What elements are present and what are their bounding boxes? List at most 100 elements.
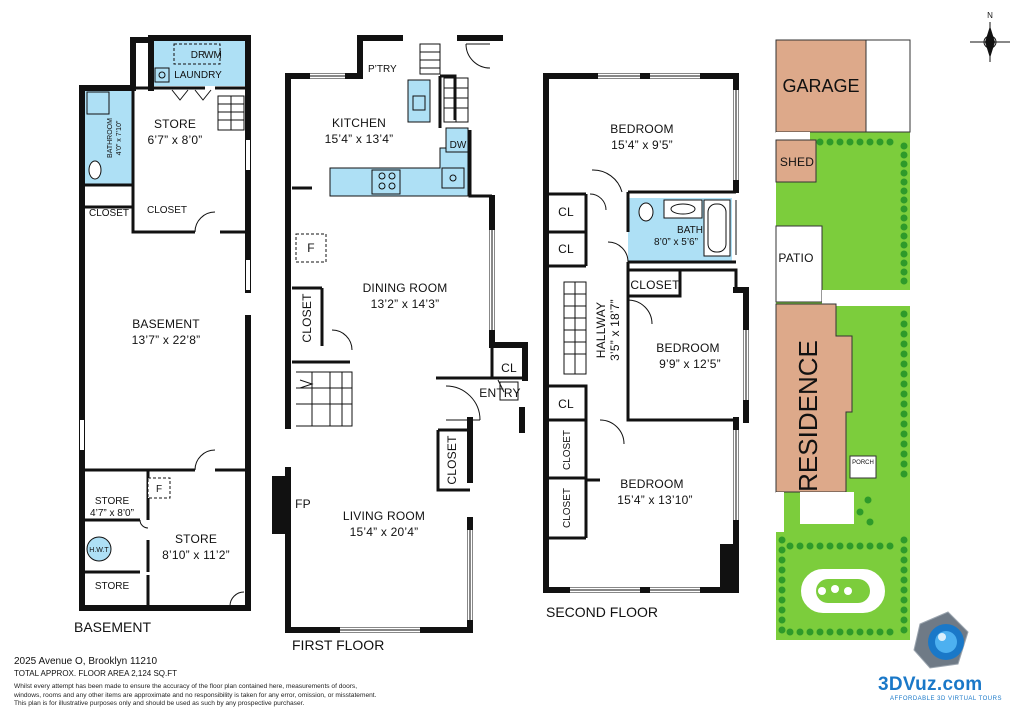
tree-icon [900,606,908,614]
entry-label: ENTRY [479,386,520,400]
bedroom1-label: BEDROOM [610,122,673,136]
tree-icon [900,330,908,338]
tree-icon [900,196,908,204]
tree-icon [900,223,908,231]
tree-icon [786,542,794,550]
tree-icon [826,628,834,636]
total-area: TOTAL APPROX. FLOOR AREA 2,124 SQ.FT [14,669,178,678]
basement-closet-1: CLOSET [89,208,129,219]
site-plan: GARAGE SHED PATIO RESIDENCE PORCH [775,39,911,640]
tree-icon [836,542,844,550]
store4-label: STORE [95,581,130,592]
tree-icon [806,628,814,636]
tree-icon [866,138,874,146]
disclaimer-line-3: This plan is for illustrative purposes o… [14,700,305,708]
tree-icon [900,250,908,258]
store1-label: STORE [154,117,196,131]
tree-icon [900,241,908,249]
bedroom2-label: BEDROOM [656,341,719,355]
tree-icon [846,542,854,550]
basement-room-dim: 13’7” x 22’8” [132,333,201,347]
tree-icon [900,430,908,438]
tree-icon [900,370,908,378]
tree-icon [900,536,908,544]
living-room-label: LIVING ROOM [343,509,425,523]
tree-icon [778,616,786,624]
wm-label: WM [204,50,222,61]
tree-icon [846,628,854,636]
tree-icon [778,606,786,614]
bath-dim: 8’0” x 5’6” [654,237,698,248]
tree-icon [846,138,854,146]
tree-icon [900,160,908,168]
tree-icon [900,169,908,177]
tree-icon [778,556,786,564]
north-label: N [987,11,993,20]
tree-icon [900,616,908,624]
tree-icon [900,420,908,428]
second-floor-title: SECOND FLOOR [546,604,658,620]
residence-label: RESIDENCE [793,340,823,492]
tree-icon [900,259,908,267]
tree-icon [900,151,908,159]
tree-icon [856,628,864,636]
first-floor-plan: P’TRY KITCHEN 15’4” x 13’4” DW F DINING … [272,35,528,653]
second-floor-closet-2: CLOSET [562,430,573,470]
tree-icon [806,542,814,550]
tree-icon [778,576,786,584]
dr-label: DR [191,50,205,61]
tree-icon [900,556,908,564]
tree-icon [900,232,908,240]
disclaimer-line-2: windows, rooms and any other items are a… [14,691,377,699]
bedroom3-label: BEDROOM [620,477,683,491]
second-floor-cl-3: CL [558,397,574,411]
tree-icon [886,542,894,550]
tree-icon [856,542,864,550]
property-address: 2025 Avenue O, Brooklyn 11210 [14,656,158,667]
tree-icon [900,187,908,195]
tree-icon [900,546,908,554]
tree-icon [796,542,804,550]
tree-icon [900,410,908,418]
tree-icon [900,142,908,150]
dining-room-dim: 13’2” x 14’3” [371,297,440,311]
tree-icon [796,628,804,636]
laundry-label: LAUNDRY [174,70,222,81]
kitchen-dim: 15’4” x 13’4” [325,132,394,146]
basement-furnace-label: F [156,484,162,495]
tree-icon [856,508,864,516]
kitchen-label: KITCHEN [332,116,386,130]
second-floor-plan: BEDROOM 15’4” x 9’5” CL CL BATH 8’0” x 5… [543,73,749,620]
furnace-label: F [307,241,315,255]
tree-icon [900,566,908,574]
entry-closet-label: CL [501,361,517,375]
tree-icon [778,536,786,544]
second-floor-cl-1: CL [558,205,574,219]
patio-label: PATIO [778,251,813,265]
tree-icon [866,518,874,526]
first-floor-title: FIRST FLOOR [292,637,384,653]
tree-icon [900,576,908,584]
tree-icon [778,626,786,634]
tree-icon [900,390,908,398]
tree-icon [900,214,908,222]
tree-icon [900,596,908,604]
basement-floor-title: BASEMENT [74,619,151,635]
store2-dim: 4’7” x 8’0” [90,508,134,519]
tree-icon [900,360,908,368]
tree-icon [786,628,794,636]
bathroom-label: BATHROOM [107,118,114,158]
tree-icon [816,138,824,146]
tree-icon [900,626,908,634]
tree-icon [856,138,864,146]
dining-room-label: DINING ROOM [363,281,448,295]
tree-icon [866,542,874,550]
store3-dim: 8’10” x 11’2” [162,548,230,562]
tree-icon [900,460,908,468]
living-room-dim: 15’4” x 20’4” [350,525,419,539]
tree-icon [836,628,844,636]
tree-icon [900,400,908,408]
tree-icon [816,628,824,636]
tree-icon [900,470,908,478]
